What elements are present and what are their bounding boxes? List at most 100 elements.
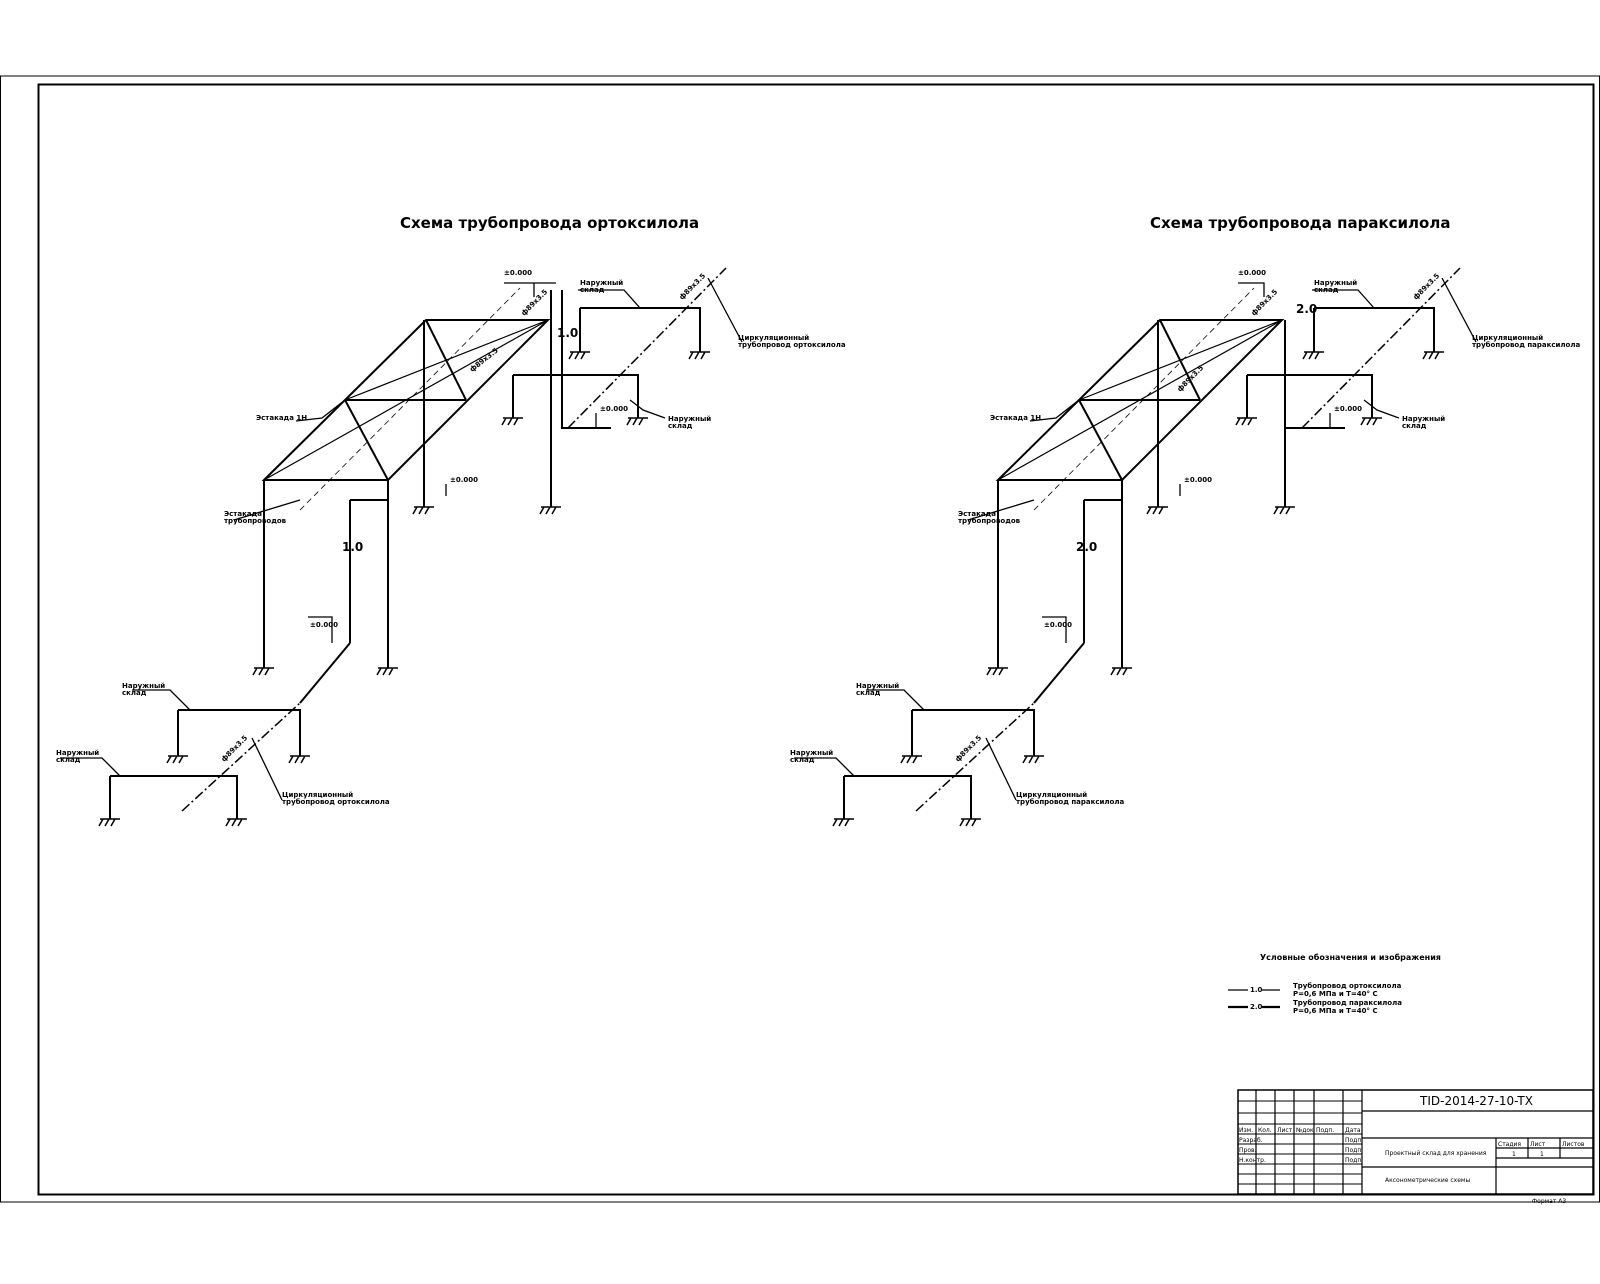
tb-row1-role: Разраб. <box>1239 1137 1263 1144</box>
left-tank-ll-l2: склад <box>122 689 147 697</box>
left-estacade-label: Эстакада 1Н <box>256 414 307 422</box>
left-ground-marks <box>98 351 710 827</box>
right-num-vert: 2.0 <box>1076 540 1097 554</box>
left-tank-top-l2: склад <box>580 286 605 294</box>
right-circ-line-right <box>1301 267 1461 429</box>
left-line-code-diag: ф89х3.5 <box>468 347 500 374</box>
right-leaders <box>794 277 1477 801</box>
left-tank-right-l2: склад <box>668 422 693 430</box>
left-elev-right: ±0.000 <box>600 405 628 413</box>
tb-col-data: Дата <box>1345 1127 1361 1134</box>
right-scheme-labels: ±0.000 ±0.000 ±0.000 ±0.000 ф89х3.5 ф89х… <box>790 269 1580 806</box>
right-pipe-top-link <box>1284 320 1345 429</box>
tb-sheets-v: 1 <box>1540 1151 1544 1158</box>
left-tank-right-frame <box>579 307 701 352</box>
tb-row3-role: Н.контр. <box>1239 1157 1266 1164</box>
left-thin-diag <box>299 287 521 511</box>
right-circ-line-low <box>915 702 1035 812</box>
left-tank-lll-l2: склад <box>56 756 81 764</box>
right-ground-marks <box>832 351 1444 827</box>
right-tank-top-l2: склад <box>1314 286 1339 294</box>
tb-row1-sign: Подп. <box>1345 1137 1363 1144</box>
tb-stage-h: Стадия <box>1498 1141 1521 1148</box>
left-circ-line-low <box>181 702 301 812</box>
right-line-code-diag: ф89х3.5 <box>1176 364 1206 394</box>
right-elev-arrows <box>1042 282 1331 643</box>
title-block <box>1237 1089 1594 1195</box>
legend-item2-l1: Трубопровод параксилола <box>1293 999 1402 1007</box>
left-tank-low2-frame <box>109 775 238 819</box>
title-block-code: TID-2014-27-10-TX <box>1419 1094 1533 1108</box>
left-tank-top-l1: Наружный <box>580 279 623 287</box>
left-pipe-low-l1: Циркуляционный <box>282 791 353 799</box>
right-tank-right-l2: склад <box>1402 422 1427 430</box>
right-scheme-title: Схема трубопровода параксилола <box>1150 214 1450 232</box>
left-pipe-right-l2: трубопровод ортоксилола <box>738 341 846 349</box>
right-estacade-label: Эстакада 1Н <box>990 414 1041 422</box>
right-line-code-low: ф89х3.5 <box>954 734 984 764</box>
left-pipe-top-link <box>561 290 611 429</box>
left-ramp-l2: трубопроводов <box>224 517 287 525</box>
right-pipe-right-l1: Циркуляционный <box>1472 334 1543 342</box>
left-pipe-low-l2: трубопровод ортоксилола <box>282 798 390 806</box>
left-tank-right-l1: Наружный <box>668 415 711 423</box>
left-line-code-right: ф89х3.5 <box>678 272 708 302</box>
left-pipe-riser <box>299 499 388 704</box>
left-num-top: 1.0 <box>557 326 578 340</box>
right-scheme: ±0.000 ±0.000 ±0.000 ±0.000 ф89х3.5 ф89х… <box>790 267 1580 827</box>
title-block-frame <box>1237 1089 1594 1195</box>
right-tank-lll-l1: Наружный <box>790 749 833 757</box>
right-tank-right-l1: Наружный <box>1402 415 1445 423</box>
tb-sheet-h: Лист <box>1530 1141 1546 1148</box>
tb-project-name: Проектный склад для хранения <box>1385 1150 1487 1157</box>
tb-sheets-h: Листов <box>1562 1141 1585 1148</box>
tb-col-kol: Кол. <box>1258 1127 1272 1134</box>
left-circ-line-right <box>567 267 727 429</box>
right-ramp-l1: Эстакада <box>958 510 996 518</box>
right-line-code-right: ф89х3.5 <box>1412 272 1442 302</box>
right-tank-low1-frame <box>911 709 1035 756</box>
legend-item2-l2: P=0,6 МПа и T=40° C <box>1293 1007 1378 1015</box>
tb-drawing-name: Аксонометрические схемы <box>1385 1177 1470 1184</box>
left-tank-lll-l1: Наружный <box>56 749 99 757</box>
title-block-left-grid <box>1255 1090 1363 1194</box>
right-tank-right2-frame <box>1246 374 1373 418</box>
right-elev-right: ±0.000 <box>1334 405 1362 413</box>
right-elev-top: ±0.000 <box>1238 269 1266 277</box>
legend-code-1: 1.0 <box>1250 986 1263 994</box>
left-tank-low1-frame <box>177 709 301 756</box>
tb-col-list: Лист <box>1277 1127 1293 1134</box>
right-elev-mid: ±0.000 <box>1184 476 1212 484</box>
tb-format: Формат А3 <box>1532 1198 1566 1205</box>
right-estacade-diagonals <box>997 319 1283 481</box>
right-tank-right-frame <box>1313 307 1435 352</box>
tb-sheet-v: 1 <box>1512 1151 1516 1158</box>
left-scheme-title: Схема трубопровода ортоксилола <box>400 214 699 232</box>
right-tank-low2-frame <box>843 775 972 819</box>
title-block-text: TID-2014-27-10-TX Изм. Кол. Лист №док По… <box>1239 1094 1585 1205</box>
title-block-row-lines <box>1238 1100 1362 1185</box>
tb-col-podp: Подп. <box>1316 1127 1334 1134</box>
left-leaders <box>60 277 743 801</box>
legend-code-2: 2.0 <box>1250 1003 1263 1011</box>
left-elev-top: ±0.000 <box>504 269 532 277</box>
left-tank-right2-frame <box>512 374 639 418</box>
left-elev-low: ±0.000 <box>310 621 338 629</box>
tb-row2-sign: Подп. <box>1345 1147 1363 1154</box>
legend-item1-l2: P=0,6 МПа и T=40° C <box>1293 990 1378 998</box>
right-num-top: 2.0 <box>1296 302 1317 316</box>
right-tank-top-l1: Наружный <box>1314 279 1357 287</box>
right-tank-ll-l1: Наружный <box>856 682 899 690</box>
left-ramp-l1: Эстакада <box>224 510 262 518</box>
left-estacade-diagonals <box>263 319 549 481</box>
sheet-outer-border <box>0 75 1600 1203</box>
right-tank-lll-l2: склад <box>790 756 815 764</box>
right-pipe-riser <box>1033 499 1122 704</box>
legend: Условные обозначения и изображения 1.0 Т… <box>1228 952 1441 1015</box>
right-elev-low: ±0.000 <box>1044 621 1072 629</box>
title-block-right-grid <box>1362 1110 1593 1194</box>
left-elev-arrows <box>308 282 597 643</box>
left-scheme-labels: ±0.000 ±0.000 ±0.000 ±0.000 ф89х3.5 ф89х… <box>56 269 846 806</box>
